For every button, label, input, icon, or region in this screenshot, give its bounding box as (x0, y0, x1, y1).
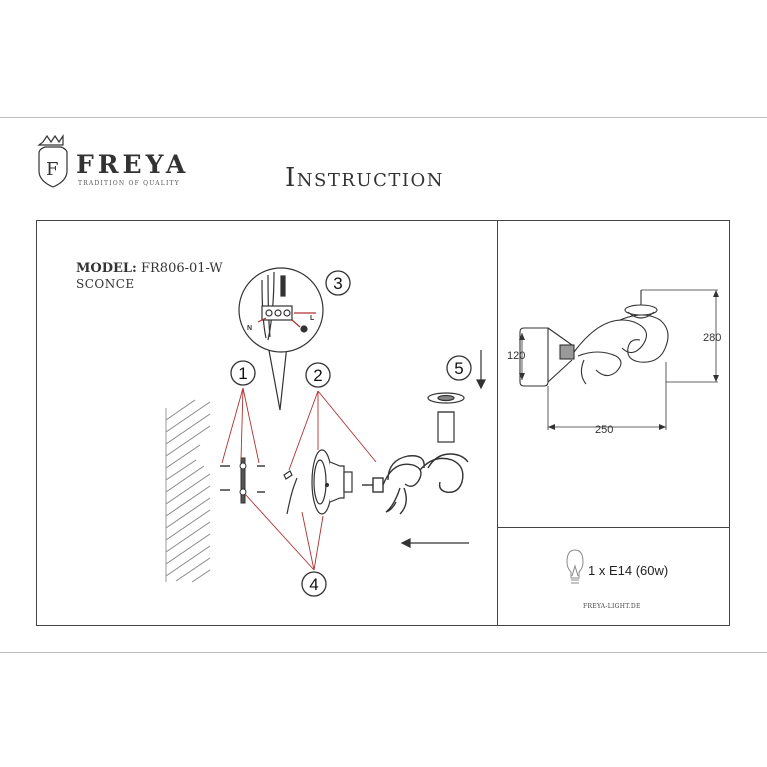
dimension-drawing (519, 289, 718, 430)
dim-width: 250 (595, 424, 613, 436)
arrow-left-icon (400, 538, 469, 548)
wiring-detail-callout (238, 267, 324, 411)
crest-icon: F (37, 134, 68, 188)
step-3-label: 3 (333, 274, 342, 293)
step-5-label: 5 (454, 359, 463, 378)
step-1-label: 1 (238, 364, 247, 383)
bulb-spec: 1 x E14 (60w) (588, 563, 669, 578)
leader-lines (221, 387, 377, 571)
model-label: MODEL: (76, 261, 137, 276)
brand-tagline: TRADITION OF QUALITY (78, 180, 180, 187)
step-markers (230, 270, 472, 597)
step-2-label: 2 (313, 366, 322, 385)
dim-height-total: 280 (703, 332, 721, 344)
lamp-holder (427, 392, 465, 443)
wall-plugs (220, 465, 265, 493)
arrow-down-icon (476, 350, 486, 390)
brand-name: FREYA (76, 150, 190, 179)
model-line: MODEL: FR806-01-W (76, 261, 223, 276)
canopy-plate (311, 449, 353, 515)
crest-monogram: F (46, 159, 59, 180)
dimension-arrows (519, 290, 719, 430)
model-type: SCONCE (76, 277, 135, 291)
sconce-arm (362, 453, 469, 515)
instruction-sheet (0, 117, 767, 653)
step-4-label: 4 (309, 575, 318, 594)
panel-divider-horizontal (497, 527, 730, 528)
live-label: L (310, 315, 315, 322)
instruction-frame (36, 220, 730, 626)
wall-hatching (165, 399, 211, 583)
dim-height-base: 120 (507, 350, 525, 362)
bulb-icon (566, 549, 584, 584)
neutral-label: N (247, 325, 252, 332)
wire-connector (283, 470, 298, 515)
model-code: FR806-01-W (140, 261, 223, 276)
panel-divider-vertical (497, 220, 498, 626)
website: FREYA-LIGHT.DE (583, 603, 641, 610)
mounting-bracket (239, 457, 247, 504)
page-title: Instruction (285, 163, 444, 193)
